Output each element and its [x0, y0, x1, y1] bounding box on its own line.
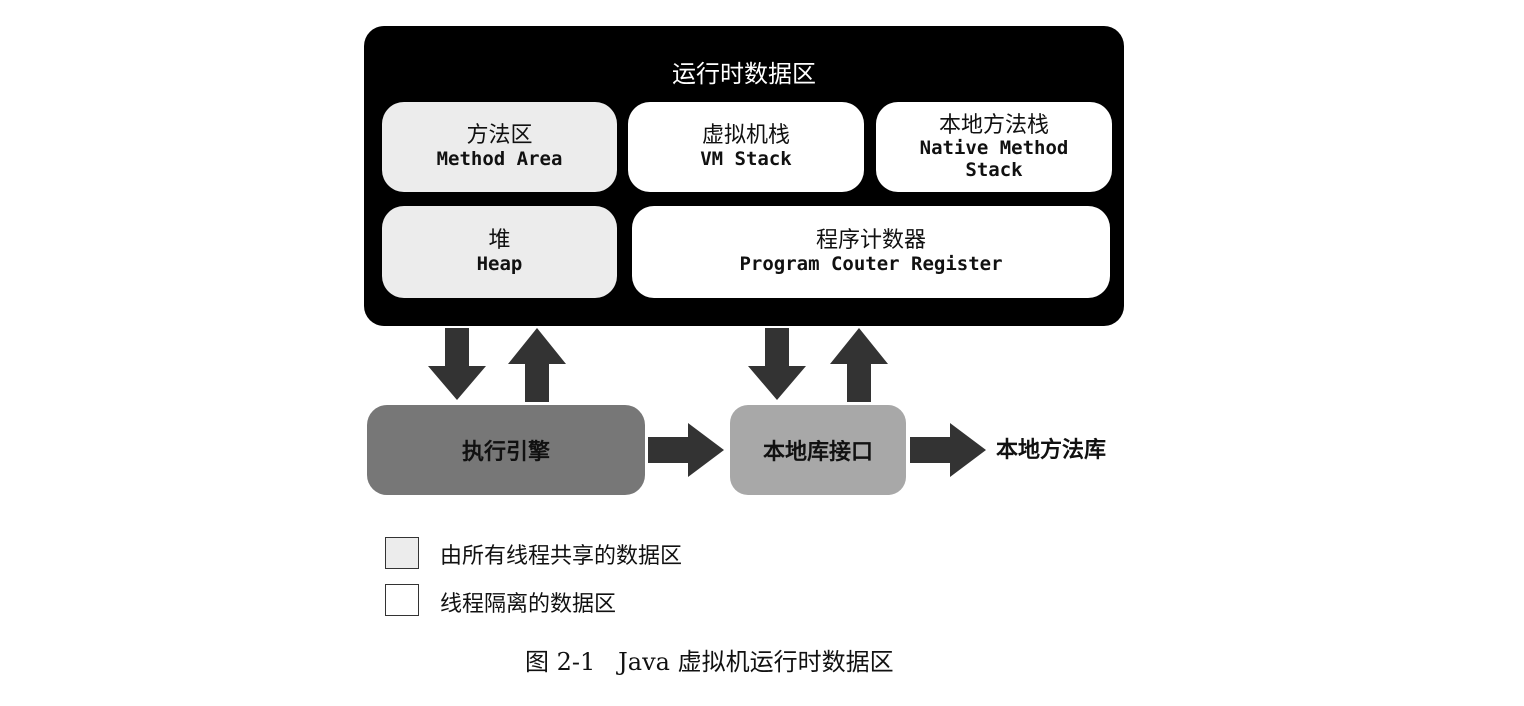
legend-shared-swatch — [385, 537, 419, 569]
runtime-data-area: 运行时数据区 方法区 Method Area 虚拟机栈 VM Stack 本地方… — [364, 26, 1124, 326]
execution-engine-box: 执行引擎 — [367, 405, 645, 495]
arrow-up-from-interface-icon — [830, 328, 888, 402]
legend-shared-label: 由所有线程共享的数据区 — [440, 544, 683, 569]
pc-register-zh-label: 程序计数器 — [815, 228, 926, 254]
native-method-stack-box: 本地方法栈 Native Method Stack — [876, 102, 1112, 192]
native-method-stack-zh-label: 本地方法栈 — [938, 112, 1049, 138]
vm-stack-en-label: VM Stack — [700, 147, 792, 170]
native-method-stack-en-label-line1: Native Method — [919, 136, 1069, 159]
legend-private-swatch — [385, 584, 419, 616]
arrow-down-to-engine-icon — [428, 328, 486, 400]
method-area-box: 方法区 Method Area — [382, 102, 617, 192]
legend-private-label: 线程隔离的数据区 — [440, 592, 617, 617]
heap-en-label: Heap — [476, 252, 523, 275]
pc-register-box: 程序计数器 Program Couter Register — [632, 206, 1110, 298]
method-area-en-label: Method Area — [436, 147, 563, 170]
native-interface-label: 本地库接口 — [762, 440, 873, 465]
pc-register-en-label: Program Couter Register — [739, 252, 1003, 275]
native-method-stack-en-label-line2: Stack — [965, 158, 1023, 181]
figure-caption: 图 2-1 Java 虚拟机运行时数据区 — [525, 648, 894, 676]
vm-stack-zh-label: 虚拟机栈 — [701, 123, 790, 149]
native-interface-box: 本地库接口 — [730, 405, 906, 495]
native-library-label: 本地方法库 — [996, 438, 1107, 463]
arrow-interface-to-library-icon — [910, 423, 986, 477]
arrow-engine-to-interface-icon — [648, 423, 724, 477]
method-area-zh-label: 方法区 — [466, 123, 533, 149]
vm-stack-box: 虚拟机栈 VM Stack — [628, 102, 864, 192]
arrow-up-from-engine-icon — [508, 328, 566, 402]
execution-engine-label: 执行引擎 — [461, 440, 550, 465]
heap-box: 堆 Heap — [382, 206, 617, 298]
arrow-down-to-interface-icon — [748, 328, 806, 400]
heap-zh-label: 堆 — [488, 228, 511, 254]
runtime-data-area-title: 运行时数据区 — [672, 60, 816, 88]
